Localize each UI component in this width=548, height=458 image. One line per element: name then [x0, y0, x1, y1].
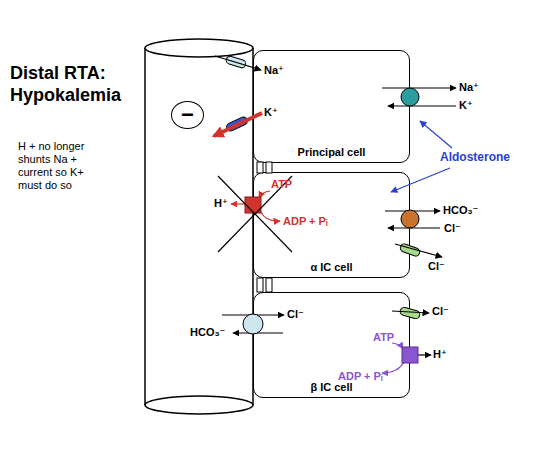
cross-out	[218, 176, 292, 252]
cell-name: Principal cell	[254, 146, 409, 159]
potassium-flux-arrow	[214, 113, 262, 136]
molecule-label: ATP	[373, 331, 394, 344]
cell-name: β IC cell	[254, 381, 409, 394]
ion-label: K⁺	[459, 99, 473, 112]
flux-arrow	[388, 105, 456, 106]
potassium-channel	[225, 116, 248, 133]
ion-label: H⁺	[214, 197, 228, 210]
flux-arrow	[392, 311, 429, 313]
flux-arrow	[418, 354, 431, 355]
flux-arrow	[395, 244, 442, 257]
cross-out	[218, 176, 292, 252]
charge-circle: −	[171, 101, 204, 129]
flux-arrow	[382, 87, 456, 88]
flux-arrow	[388, 227, 440, 228]
hormone-label: Aldosterone	[440, 151, 510, 164]
sodium-channel	[225, 55, 246, 68]
flux-arrow	[215, 56, 261, 70]
proton-pump	[402, 347, 418, 363]
hormone-arrow	[420, 121, 452, 148]
atp-arrow	[259, 191, 270, 198]
flux-arrow	[231, 203, 245, 204]
cell-box: β IC cell	[253, 292, 410, 398]
cell-name: α IC cell	[254, 261, 409, 274]
ion-label: H⁺	[433, 348, 447, 361]
chloride-channel	[399, 307, 420, 320]
ion-label: Cl⁻	[432, 305, 449, 318]
diagram-title: Distal RTA: Hypokalemia	[10, 62, 135, 106]
ion-label: Cl⁻	[287, 308, 304, 321]
flux-arrow	[385, 210, 440, 211]
adp-arrow	[382, 362, 404, 373]
tubule-end	[145, 39, 253, 57]
tubule-wall	[144, 48, 146, 405]
flux-arrow	[233, 332, 283, 333]
ion-label: Na⁺	[264, 64, 284, 77]
chloride-channel	[399, 243, 421, 257]
anion-exchanger	[401, 210, 419, 228]
ion-label: K⁺	[264, 106, 278, 119]
adp-arrow	[261, 212, 280, 221]
ion-label: HCO₃⁻	[190, 326, 225, 339]
ion-label: Cl⁻	[428, 260, 445, 273]
tight-junction	[266, 278, 272, 292]
tight-junction	[257, 278, 263, 292]
charge-sign: −	[181, 104, 194, 126]
note-text: H + no longer shunts Na + current so K+ …	[18, 140, 102, 192]
molecule-label: ADP + Pᵢ	[283, 215, 327, 228]
ion-label: Cl⁻	[444, 222, 461, 235]
molecule-label: ATP	[271, 178, 292, 191]
ion-label: HCO₃⁻	[443, 204, 478, 217]
ion-label: Na⁺	[459, 81, 479, 94]
molecule-label: ADP + Pᵢ	[338, 370, 382, 383]
na-k-pump	[401, 88, 419, 106]
atp-arrow	[392, 343, 403, 349]
tubule-end	[145, 396, 253, 414]
